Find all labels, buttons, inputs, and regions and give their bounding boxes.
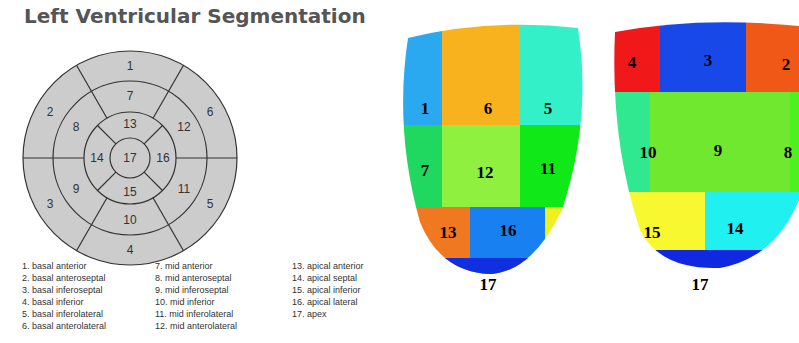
- heart-segment-number: 1: [421, 100, 430, 117]
- segment-number: 2: [47, 106, 54, 118]
- heart-segment-number: 10: [640, 144, 657, 161]
- segment-name: 4. basal inferior: [22, 298, 84, 307]
- segment-number: 5: [207, 198, 214, 210]
- heart-segment-number: 14: [727, 220, 744, 237]
- heart-segment-number: 7: [421, 162, 430, 179]
- segment-name: 11. mid inferolateral: [155, 310, 233, 319]
- heart-segment-number: 5: [544, 100, 553, 117]
- segment-number: 17: [123, 152, 136, 164]
- segment-number: 10: [123, 214, 136, 226]
- segment-name: 9. mid inferoseptal: [155, 286, 229, 295]
- segment-number: 13: [123, 118, 136, 130]
- segment-name: 10. mid inferior: [155, 298, 215, 307]
- segment-number: 6: [207, 106, 214, 118]
- segment-name: 15. apical inferior: [292, 286, 361, 295]
- segment-name: 5. basal inferolateral: [22, 310, 103, 319]
- heart-segment-number: 17: [480, 276, 497, 293]
- heart-segment-number: 4: [628, 54, 637, 71]
- segment-name: 1. basal anterior: [22, 262, 87, 271]
- segment-number: 14: [90, 152, 103, 164]
- heart-segment-number: 17: [692, 276, 709, 293]
- heart-segment-number: 15: [644, 224, 661, 241]
- heart-segment-number: 13: [440, 224, 457, 241]
- segment-name: 13. apical anterior: [292, 262, 364, 271]
- heart-segment-number: 2: [782, 56, 791, 73]
- segment-name: 14. apical septal: [292, 274, 357, 283]
- chart-title: Left Ventricular Segmentation: [24, 6, 366, 26]
- heart-segment-number: 6: [484, 100, 493, 117]
- segment-number: 3: [47, 198, 54, 210]
- segment-number: 1: [127, 60, 134, 72]
- segment-number: 9: [73, 183, 80, 195]
- segment-number: 15: [123, 186, 136, 198]
- segment-number: 12: [177, 121, 190, 133]
- heart-segment-number: 12: [477, 164, 494, 181]
- heart-segment-number: 11: [540, 160, 556, 177]
- segment-name: 3. basal inferoseptal: [22, 286, 103, 295]
- bullseye-chart: [23, 51, 237, 265]
- segment-number: 7: [127, 90, 134, 102]
- heart-segment-number: 16: [500, 222, 517, 239]
- segment-number: 4: [127, 244, 134, 256]
- segment-number: 8: [73, 121, 80, 133]
- heart-segment-number: 3: [704, 52, 713, 69]
- segment-name: 17. apex: [292, 310, 327, 319]
- segment-number: 16: [156, 152, 169, 164]
- heart-segment-number: 9: [714, 142, 723, 159]
- segment-name: 7. mid anterior: [155, 262, 213, 271]
- heart-segment-number: 8: [784, 144, 793, 161]
- right-heart-view: [605, 10, 799, 275]
- segment-name: 2. basal anteroseptal: [22, 274, 106, 283]
- segment-name: 8. mid anteroseptal: [155, 274, 232, 283]
- segment-name: 6. basal anterolateral: [22, 322, 106, 331]
- segment-name: 16. apical lateral: [292, 298, 358, 307]
- segment-name: 12. mid anterolateral: [155, 322, 237, 331]
- segment-number: 11: [178, 183, 190, 195]
- left-heart-view: [400, 15, 600, 278]
